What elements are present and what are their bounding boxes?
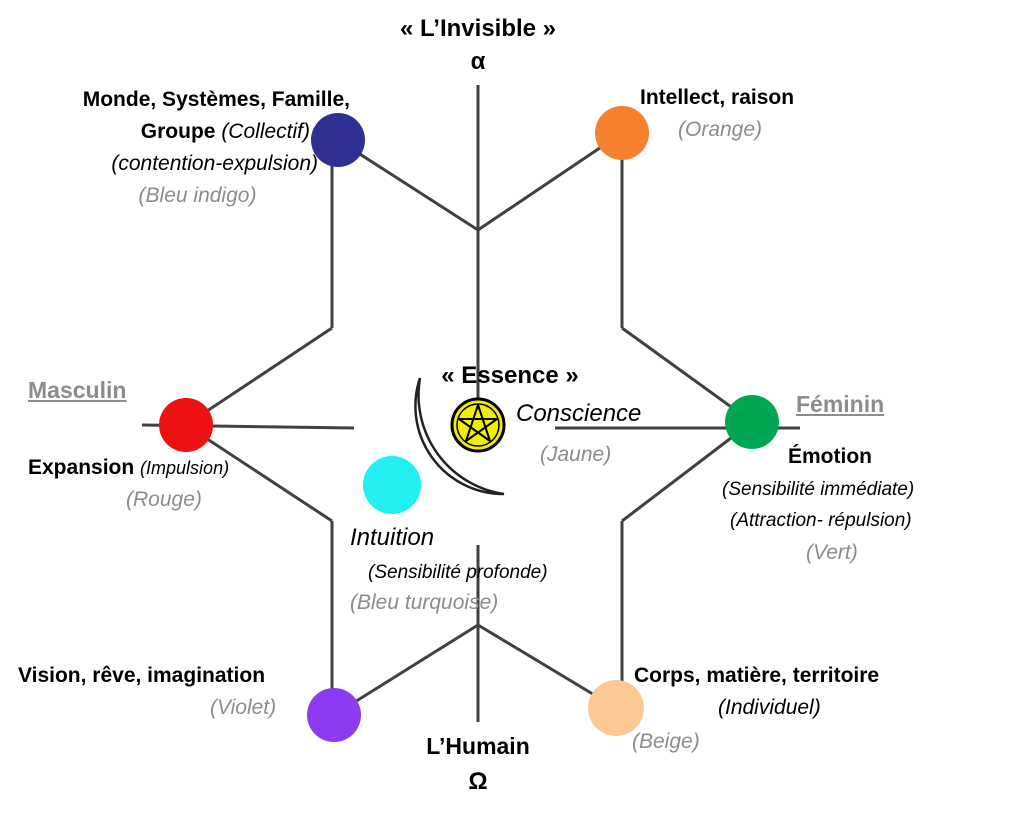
pentacle-icon	[450, 397, 506, 453]
crescent-moon-icon	[414, 377, 505, 496]
beige-label: Corps, matière, territoire	[634, 664, 880, 687]
invisible-title: « L’Invisible »	[399, 15, 557, 42]
node-yellow	[450, 397, 506, 453]
expansion-label: Expansion	[28, 456, 135, 479]
indigo-label-line1: Monde, Systèmes, Famille,	[82, 88, 350, 111]
orange-color-label: (Orange)	[678, 118, 763, 141]
red-label-line: Expansion (Impulsion)	[28, 452, 229, 484]
turquoise-sub: (Sensibilité profonde)	[368, 562, 548, 583]
violet-label: Vision, rêve, imagination	[18, 664, 266, 687]
node-green	[725, 395, 779, 449]
red-color-label: (Rouge)	[126, 488, 202, 511]
orange-label: Intellect, raison	[640, 86, 795, 109]
node-orange	[595, 106, 649, 160]
essence-title: « Essence »	[441, 362, 579, 389]
indigo-label-line3: (contention-expulsion)	[111, 152, 318, 175]
green-color-label: (Vert)	[806, 541, 858, 564]
beige-sub: (Individuel)	[718, 696, 821, 719]
node-red	[159, 398, 213, 452]
node-beige	[588, 680, 644, 736]
green-sub2: (Attraction- répulsion)	[730, 510, 912, 531]
feminin-label: Féminin	[796, 391, 885, 417]
indigo-groupe: Groupe	[140, 120, 216, 143]
humain-title: L’Humain	[426, 733, 530, 759]
node-violet	[307, 688, 361, 742]
beige-color-label: (Beige)	[632, 730, 700, 753]
edge-violet-omega	[333, 623, 479, 717]
indigo-collectif: (Collectif)	[221, 120, 310, 143]
hexagram-lines	[141, 85, 800, 722]
green-sub1: (Sensibilité immédiate)	[722, 479, 915, 500]
yellow-color-label: (Jaune)	[540, 443, 612, 466]
edge-to-red	[185, 326, 333, 427]
masculin-label: Masculin	[28, 377, 127, 403]
alpha-symbol: α	[470, 48, 486, 75]
impulsion-label: (Impulsion)	[140, 458, 230, 478]
edge-indigo-alpha	[337, 138, 479, 232]
conscience-label: Conscience	[516, 400, 642, 427]
edge-alpha-orange	[477, 131, 623, 232]
intuition-label: Intuition	[350, 524, 435, 551]
emotion-label: Émotion	[788, 445, 872, 468]
node-indigo	[311, 113, 365, 167]
omega-symbol: Ω	[468, 768, 488, 795]
node-turquoise	[363, 456, 421, 514]
edge-green-down	[621, 420, 753, 523]
edge-red-down	[185, 423, 333, 523]
indigo-color-label: (Bleu indigo)	[138, 184, 257, 207]
violet-color-label: (Violet)	[210, 696, 277, 719]
indigo-label-line2: Groupe (Collectif)	[20, 116, 310, 148]
turquoise-color-label: (Bleu turquoise)	[350, 591, 499, 614]
